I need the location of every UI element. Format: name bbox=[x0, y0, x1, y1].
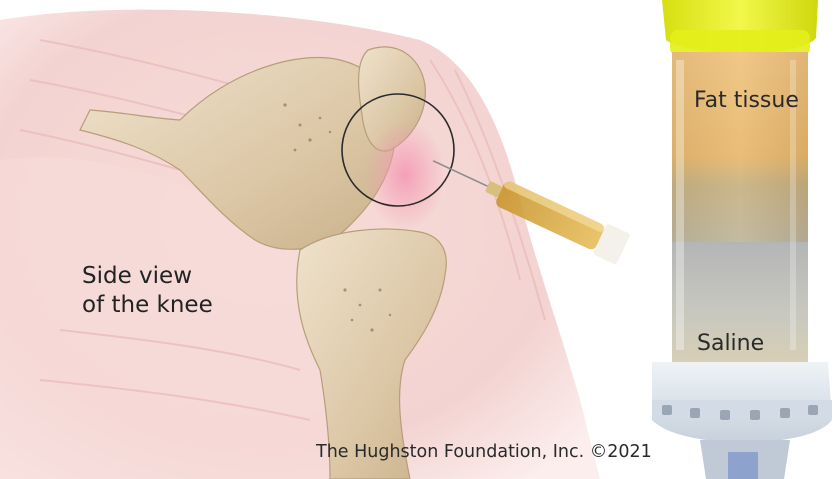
knee-view-label: Side view of the knee bbox=[82, 262, 272, 320]
knee-label-line2: of the knee bbox=[82, 291, 272, 320]
fat-canister bbox=[652, 0, 832, 479]
fat-tissue-label: Fat tissue bbox=[694, 88, 799, 113]
saline-label: Saline bbox=[697, 331, 764, 356]
knee-label-line1: Side view bbox=[82, 262, 272, 291]
copyright-credit: The Hughston Foundation, Inc. ©2021 bbox=[316, 442, 652, 462]
